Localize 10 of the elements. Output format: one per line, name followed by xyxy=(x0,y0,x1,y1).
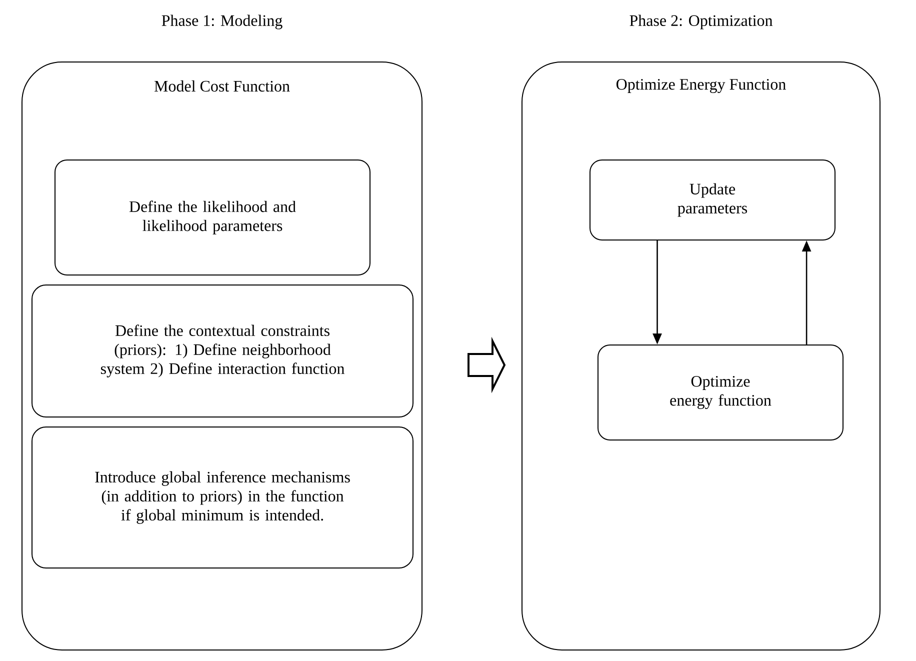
phase-title: Phase 1: Modeling xyxy=(162,14,282,30)
process-box: Update parameters xyxy=(590,160,836,240)
block-arrow xyxy=(468,336,506,394)
phase-title: Phase 2: Optimization xyxy=(630,14,773,30)
panel-heading: Optimize Energy Function xyxy=(616,78,786,94)
panel-heading: Model Cost Function xyxy=(154,80,290,92)
process-box: Introduce global inference mechanisms (in addition to priors) in the function if global minimum is intended. xyxy=(32,426,414,568)
process-box: Define the contextual constraints (priors): 1) Define neighborhood system 2) Define interaction function xyxy=(32,284,414,418)
process-box: Define the likelihood and likelihood parameters xyxy=(54,160,370,276)
process-box: Optimize energy function xyxy=(598,344,844,440)
